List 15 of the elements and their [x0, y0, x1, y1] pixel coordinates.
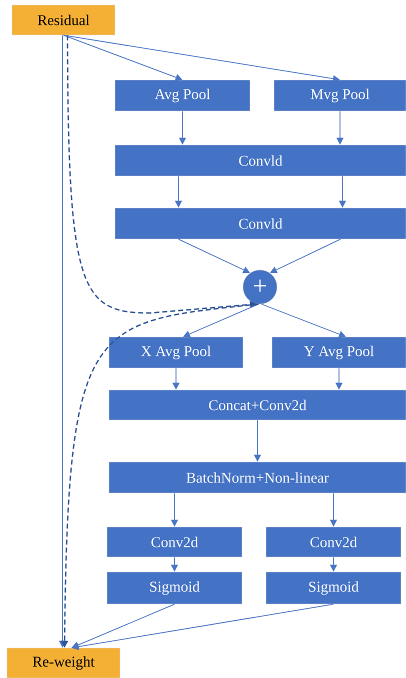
label-box: Re-weight [6, 648, 120, 678]
process-box: Mvg Pool [274, 80, 406, 112]
arrow [183, 304, 259, 338]
process-box: Y Avg Pool [272, 336, 406, 368]
process-box: Sigmoid [266, 572, 402, 604]
process-box: Convld [114, 144, 406, 176]
process-box: Sigmoid [106, 572, 242, 604]
process-box: Conv2d [266, 526, 402, 558]
process-box: BatchNorm+Non-linear [108, 462, 406, 494]
process-box: Avg Pool [114, 80, 250, 112]
process-box: Conv2d [106, 526, 242, 558]
process-box: X Avg Pool [108, 336, 244, 368]
process-box: Convld [114, 208, 406, 240]
label-box: Residual [12, 4, 116, 36]
process-box: Concat+Conv2d [108, 390, 406, 420]
